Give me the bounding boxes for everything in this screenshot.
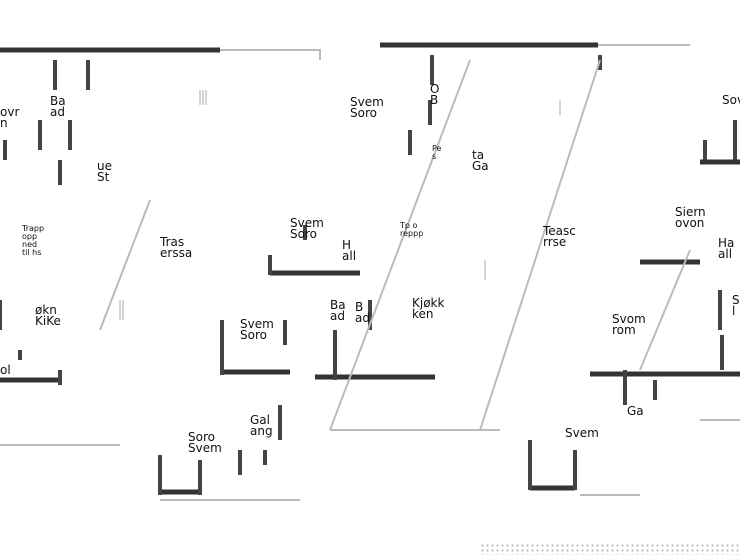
room-label-kjokken: økn KiKe [35, 303, 61, 328]
room-label-trapp: Trapp opp ned til hs [22, 224, 45, 257]
room-label-stue: ue St [97, 159, 112, 184]
room-label-kjokken: Kjøkk ken [412, 296, 445, 321]
room-label-terrasse: Tras erssa [160, 235, 193, 260]
room-label-pers: Pe s [432, 144, 442, 161]
room-label-sovrom: Svem [565, 426, 599, 440]
room-label-bad: O B [430, 82, 440, 107]
room-label-sovrom: ovr n [0, 105, 20, 130]
wall [3, 60, 90, 185]
room-label-hall: Ha all [718, 236, 735, 261]
room-label-gang: Ga [627, 404, 644, 418]
wall [703, 120, 737, 370]
diagonal-line [99, 59, 691, 431]
dotted-strip [480, 543, 740, 555]
wall [158, 405, 282, 495]
wall [220, 300, 372, 380]
room-label-terrasse: Teasc rrse [543, 224, 576, 249]
room-label-bad: Ba ad [330, 298, 346, 323]
room-label-hall: H all [342, 238, 357, 263]
room-label-trapp: Tp o reppp [400, 221, 424, 238]
room-label-sovrom: Svem Soro [290, 216, 324, 241]
thin-wall [220, 44, 690, 60]
room-label-bad: B ad [355, 300, 370, 325]
wall [528, 370, 657, 490]
room-label-gang: Gal ang [250, 413, 273, 438]
room-label-sovrom: Svem Soro [350, 95, 384, 120]
room-label-sovrom: Svom rom [612, 312, 646, 337]
thin-wall [0, 419, 740, 501]
room-label-vaskerom: ol [0, 363, 11, 377]
wall [0, 225, 307, 385]
room-label-sovrom: Svem Soro [240, 317, 274, 342]
room-label-sovrom: Siern ovon [675, 205, 706, 230]
room-label-sovrom: Sov [722, 93, 740, 107]
room-label-edge: S l [732, 293, 740, 318]
room-label-bad: Ba ad [50, 94, 66, 119]
room-label-garasje: ta Ga [472, 148, 489, 173]
hatch [119, 90, 561, 320]
wall [408, 55, 602, 155]
room-label-sovrom: Soro Svem [188, 430, 222, 455]
